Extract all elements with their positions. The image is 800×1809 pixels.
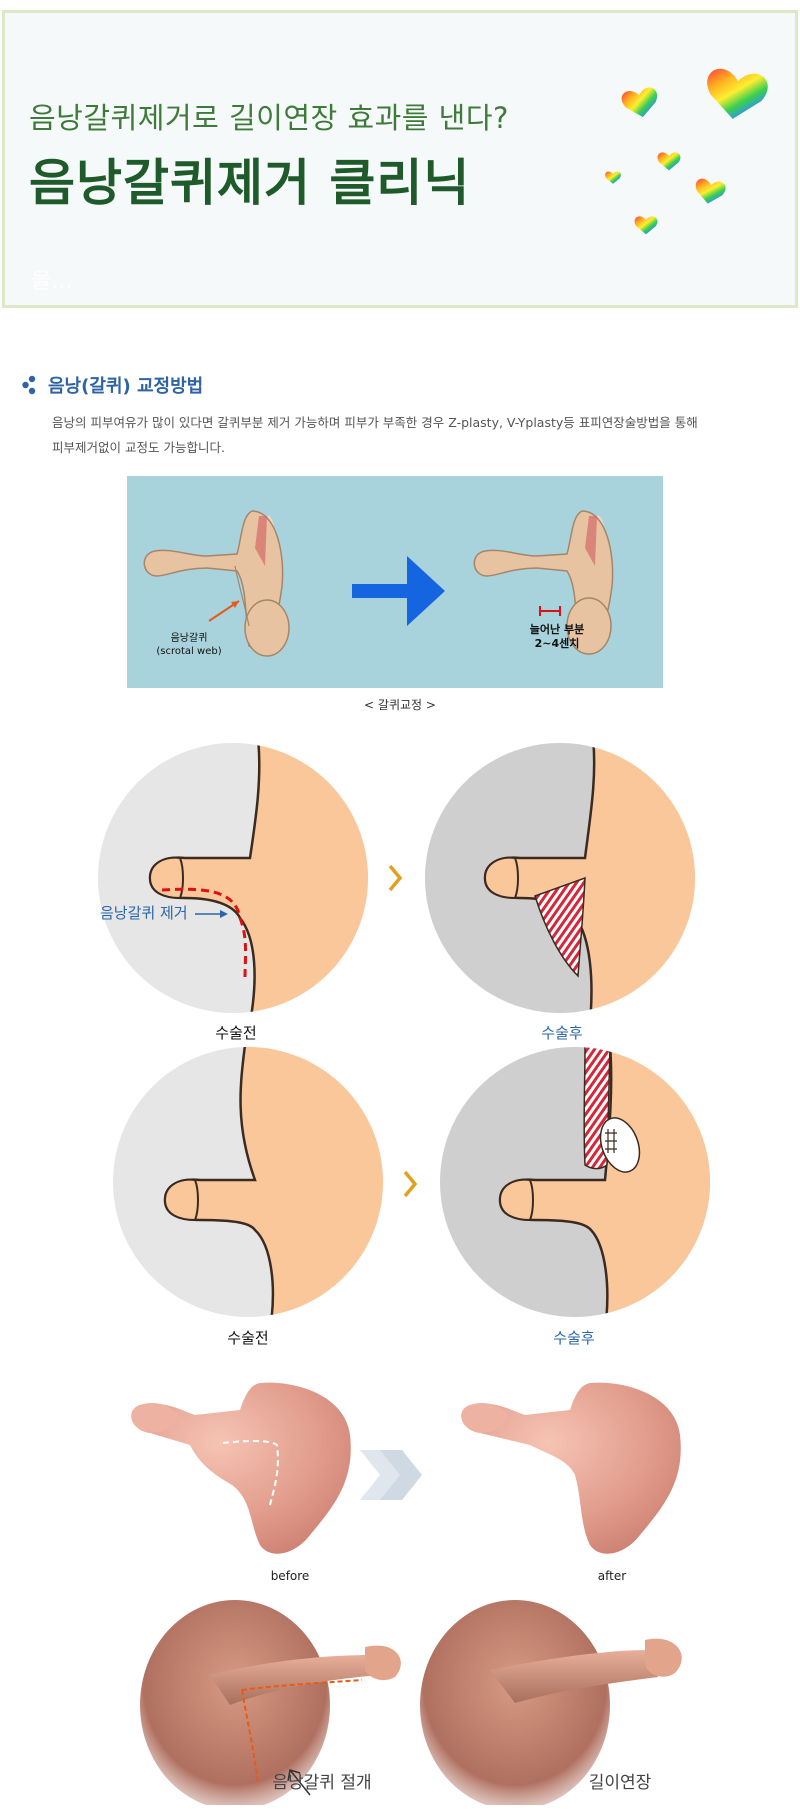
callout-remove-label: 음낭갈퀴 제거 <box>100 904 188 922</box>
before-photo-label: before <box>270 1569 310 1583</box>
before-figure-icon <box>143 510 290 657</box>
section-header: 음낭(갈퀴) 교정방법 <box>22 372 203 398</box>
row1-after-label: 수술후 <box>541 1024 583 1042</box>
incision-photo-icon <box>140 1600 401 1805</box>
right-arrow-icon <box>352 556 445 626</box>
row1-before-label: 수술전 <box>215 1024 257 1042</box>
lengthening-label: 길이연장 <box>588 1773 652 1793</box>
hero-faded-text: 을... <box>31 269 73 294</box>
row2-after-label: 수술후 <box>553 1329 595 1347</box>
before-circle-icon <box>98 743 368 1013</box>
incision-label: 음낭갈퀴 절개 <box>272 1773 372 1793</box>
after-photo-icon <box>461 1382 681 1554</box>
illustration-caption: < 갈퀴교정 > <box>364 698 436 712</box>
before-circle-2-icon <box>113 1047 383 1317</box>
before-photo-icon <box>131 1382 351 1554</box>
section-title: 음낭(갈퀴) 교정방법 <box>48 376 204 397</box>
section-description: 음낭의 피부여유가 많이 있다면 갈퀴부분 제거 가능하며 피부가 부족한 경우… <box>52 410 712 460</box>
label-extended-1: 늘어난 부분 <box>530 622 584 636</box>
after-circle-icon <box>425 743 695 1013</box>
after-photo-label: after <box>597 1569 627 1583</box>
photo-row-before-after <box>131 1382 681 1554</box>
hero-banner: 음낭갈퀴제거로 길이연장 효과를 낸다? 음낭갈퀴제거 클리닉 을... <box>2 10 798 308</box>
hero-subtitle: 음낭갈퀴제거로 길이연장 효과를 낸다? <box>29 101 509 135</box>
row2-before-label: 수술전 <box>227 1329 269 1347</box>
photo-row-bottom <box>140 1600 682 1805</box>
bullet-dots-icon <box>22 375 36 395</box>
rainbow-hearts-icon <box>605 68 768 235</box>
description-line-2: 피부제거없이 교정도 가능합니다. <box>52 440 225 455</box>
hero-title: 음낭갈퀴제거 클리닉 <box>29 154 471 212</box>
label-scrotal-web-2: (scrotal web) <box>156 646 221 657</box>
diagram-row-1: 음낭갈퀴 제거 <box>98 743 695 1013</box>
label-scrotal-web-1: 음낭갈퀴 <box>171 631 208 644</box>
label-extended-2: 2~4센치 <box>535 636 580 650</box>
chevron-right-icon <box>388 864 403 892</box>
after-figure-icon <box>473 510 614 655</box>
correction-illustration: 음낭갈퀴 (scrotal web) 늘어난 부분 2~4센치 <box>127 476 663 688</box>
diagram-row-2 <box>113 1047 710 1317</box>
correction-illustration-art: 음낭갈퀴 (scrotal web) 늘어난 부분 2~4센치 <box>143 510 614 657</box>
lengthened-photo-icon <box>420 1600 682 1805</box>
chevron-right-icon-2 <box>403 1170 418 1198</box>
after-circle-2-icon <box>440 1047 710 1317</box>
description-line-1: 음낭의 피부여유가 많이 있다면 갈퀴부분 제거 가능하며 피부가 부족한 경우… <box>52 415 698 430</box>
